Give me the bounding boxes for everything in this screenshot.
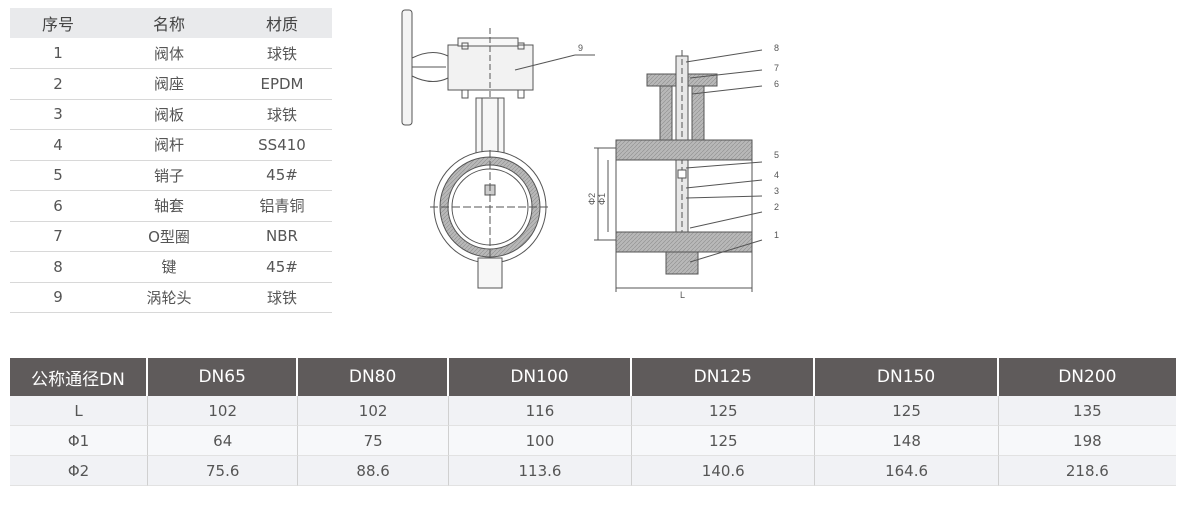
dims-header-col: DN125 bbox=[632, 358, 816, 396]
part-name: 阀杆 bbox=[106, 129, 232, 161]
part-no: 8 bbox=[10, 251, 106, 283]
dim-value: 116 bbox=[448, 396, 633, 426]
part-material: NBR bbox=[232, 221, 332, 252]
table-row: Φ1 64 75 100 125 148 198 bbox=[10, 426, 1176, 456]
dim-value: 148 bbox=[815, 426, 999, 456]
callout-8: 8 bbox=[774, 43, 779, 53]
part-no: 5 bbox=[10, 160, 106, 191]
dims-header-col: DN65 bbox=[148, 358, 299, 396]
dim-label-phi1: Φ1 bbox=[597, 193, 607, 205]
callout-9: 9 bbox=[578, 43, 583, 53]
part-material: 45# bbox=[232, 251, 332, 283]
dim-value: 102 bbox=[148, 396, 299, 426]
part-name: 销子 bbox=[106, 160, 232, 191]
callout-7: 7 bbox=[774, 63, 779, 73]
parts-header-name: 名称 bbox=[106, 8, 232, 38]
part-no: 6 bbox=[10, 190, 106, 222]
part-no: 1 bbox=[10, 38, 106, 69]
dim-value: 140.6 bbox=[632, 456, 816, 486]
dim-label-length: L bbox=[680, 290, 685, 300]
callout-5: 5 bbox=[774, 150, 779, 160]
dim-value: 198 bbox=[998, 426, 1176, 456]
valve-drawing: 9 8 bbox=[401, 9, 779, 300]
dim-value: 164.6 bbox=[815, 456, 999, 486]
part-no: 9 bbox=[10, 282, 106, 313]
dim-value: 64 bbox=[148, 426, 299, 456]
parts-header-no: 序号 bbox=[10, 8, 106, 38]
front-view bbox=[401, 9, 595, 289]
part-no: 7 bbox=[10, 221, 106, 252]
dimensions-table: 公称通径DN DN65 DN80 DN100 DN125 DN150 DN200… bbox=[10, 358, 1176, 486]
dims-header-nominal: 公称通径DN bbox=[10, 358, 148, 396]
dim-value: 102 bbox=[298, 396, 449, 426]
part-material: 球铁 bbox=[232, 282, 332, 313]
part-name: 轴套 bbox=[106, 190, 232, 222]
callout-4: 4 bbox=[774, 170, 779, 180]
part-name: 键 bbox=[106, 251, 232, 283]
dim-row-label: L bbox=[10, 396, 148, 426]
dim-value: 100 bbox=[448, 426, 633, 456]
handwheel-icon bbox=[401, 9, 413, 126]
dim-value: 125 bbox=[815, 396, 999, 426]
table-row: L 102 102 116 125 125 135 bbox=[10, 396, 1176, 426]
dim-value: 113.6 bbox=[448, 456, 633, 486]
parts-header-material: 材质 bbox=[232, 8, 332, 38]
dim-value: 135 bbox=[998, 396, 1176, 426]
dim-label-phi2: Φ2 bbox=[587, 193, 597, 205]
part-material: SS410 bbox=[232, 129, 332, 161]
dim-value: 125 bbox=[632, 396, 816, 426]
callout-3: 3 bbox=[774, 186, 779, 196]
dim-row-label: Φ2 bbox=[10, 456, 148, 486]
part-name: 阀座 bbox=[106, 68, 232, 100]
callout-2: 2 bbox=[774, 202, 779, 212]
part-no: 2 bbox=[10, 68, 106, 100]
part-name: 阀板 bbox=[106, 99, 232, 130]
dim-value: 88.6 bbox=[298, 456, 449, 486]
callout-1: 1 bbox=[774, 230, 779, 240]
dims-header-col: DN200 bbox=[998, 358, 1176, 396]
dim-value: 75 bbox=[298, 426, 449, 456]
part-material: 球铁 bbox=[232, 38, 332, 69]
part-material: 铝青铜 bbox=[232, 190, 332, 222]
dim-row-label: Φ1 bbox=[10, 426, 148, 456]
part-material: 球铁 bbox=[232, 99, 332, 130]
dims-header-row: 公称通径DN DN65 DN80 DN100 DN125 DN150 DN200 bbox=[10, 358, 1176, 396]
callout-6: 6 bbox=[774, 79, 779, 89]
dims-header-col: DN150 bbox=[815, 358, 999, 396]
table-row: Φ2 75.6 88.6 113.6 140.6 164.6 218.6 bbox=[10, 456, 1176, 486]
part-name: 阀体 bbox=[106, 38, 232, 69]
part-no: 3 bbox=[10, 99, 106, 130]
section-view bbox=[594, 49, 763, 292]
parts-header-row: 序号 名称 材质 bbox=[10, 8, 332, 38]
part-name: 涡轮头 bbox=[106, 282, 232, 313]
dim-value: 75.6 bbox=[148, 456, 299, 486]
part-material: 45# bbox=[232, 160, 332, 191]
part-no: 4 bbox=[10, 129, 106, 161]
dim-value: 218.6 bbox=[998, 456, 1176, 486]
dims-header-col: DN80 bbox=[298, 358, 449, 396]
part-material: EPDM bbox=[232, 68, 332, 100]
dims-header-col: DN100 bbox=[448, 358, 633, 396]
part-name: O型圈 bbox=[106, 221, 232, 252]
dim-value: 125 bbox=[632, 426, 816, 456]
